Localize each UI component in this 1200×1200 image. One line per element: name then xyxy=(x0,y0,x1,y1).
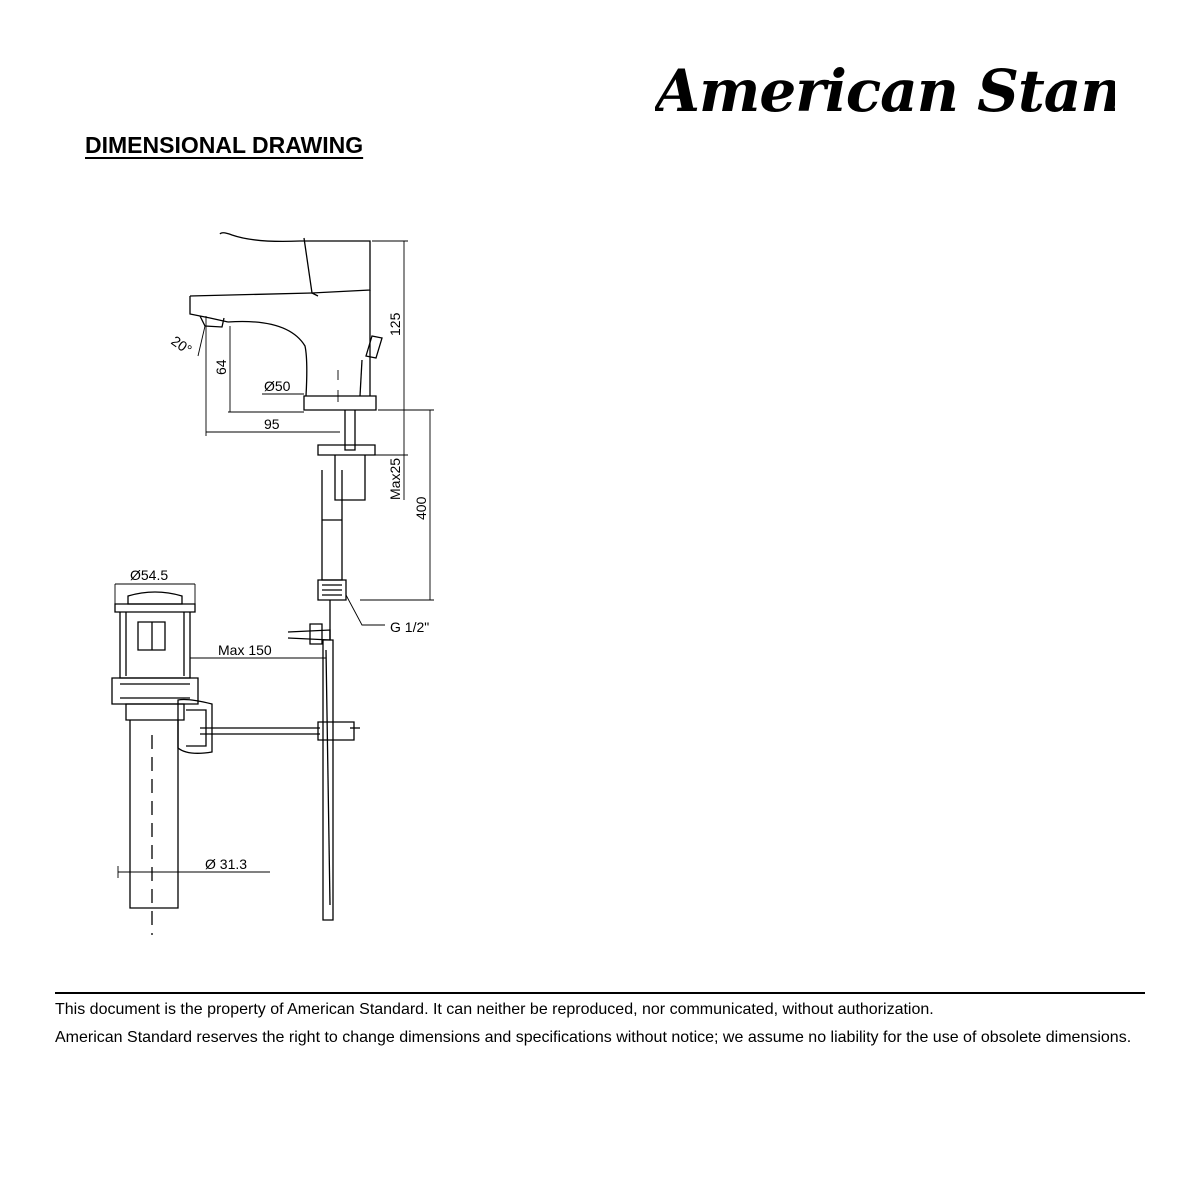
footer-disclaimer: American Standard reserves the right to … xyxy=(55,1029,1132,1046)
dim-spout-height: 64 xyxy=(213,359,229,375)
logo-wordmark: American Standard xyxy=(655,57,1115,114)
dim-rod-length: Max 150 xyxy=(218,642,272,658)
dimension-labels: 20° 64 Ø50 95 125 Max25 400 G 1/2" Ø54.5… xyxy=(130,312,429,872)
dim-hose-length: 400 xyxy=(413,496,429,520)
dim-max-deck: Max25 xyxy=(387,458,403,500)
footer-copyright: This document is the property of America… xyxy=(55,1001,934,1018)
drain-assembly xyxy=(111,591,213,935)
dim-base-diameter: Ø50 xyxy=(264,378,291,394)
page-title: DIMENSIONAL DRAWING xyxy=(85,132,364,158)
dim-drain-top-diameter: Ø54.5 xyxy=(130,567,168,583)
brand-logo: American Standard xyxy=(655,44,1115,114)
dim-angle: 20° xyxy=(168,332,195,357)
popup-rod-assembly xyxy=(200,623,360,921)
footer-divider xyxy=(55,992,1145,994)
dim-connection: G 1/2" xyxy=(390,619,429,635)
dimension-lines xyxy=(114,240,434,878)
faucet-shank-and-hose xyxy=(317,410,376,640)
dim-spout-reach: 95 xyxy=(264,416,280,432)
faucet-body xyxy=(189,232,383,411)
dim-tail-diameter: Ø 31.3 xyxy=(205,856,247,872)
dim-total-height: 125 xyxy=(387,312,403,336)
